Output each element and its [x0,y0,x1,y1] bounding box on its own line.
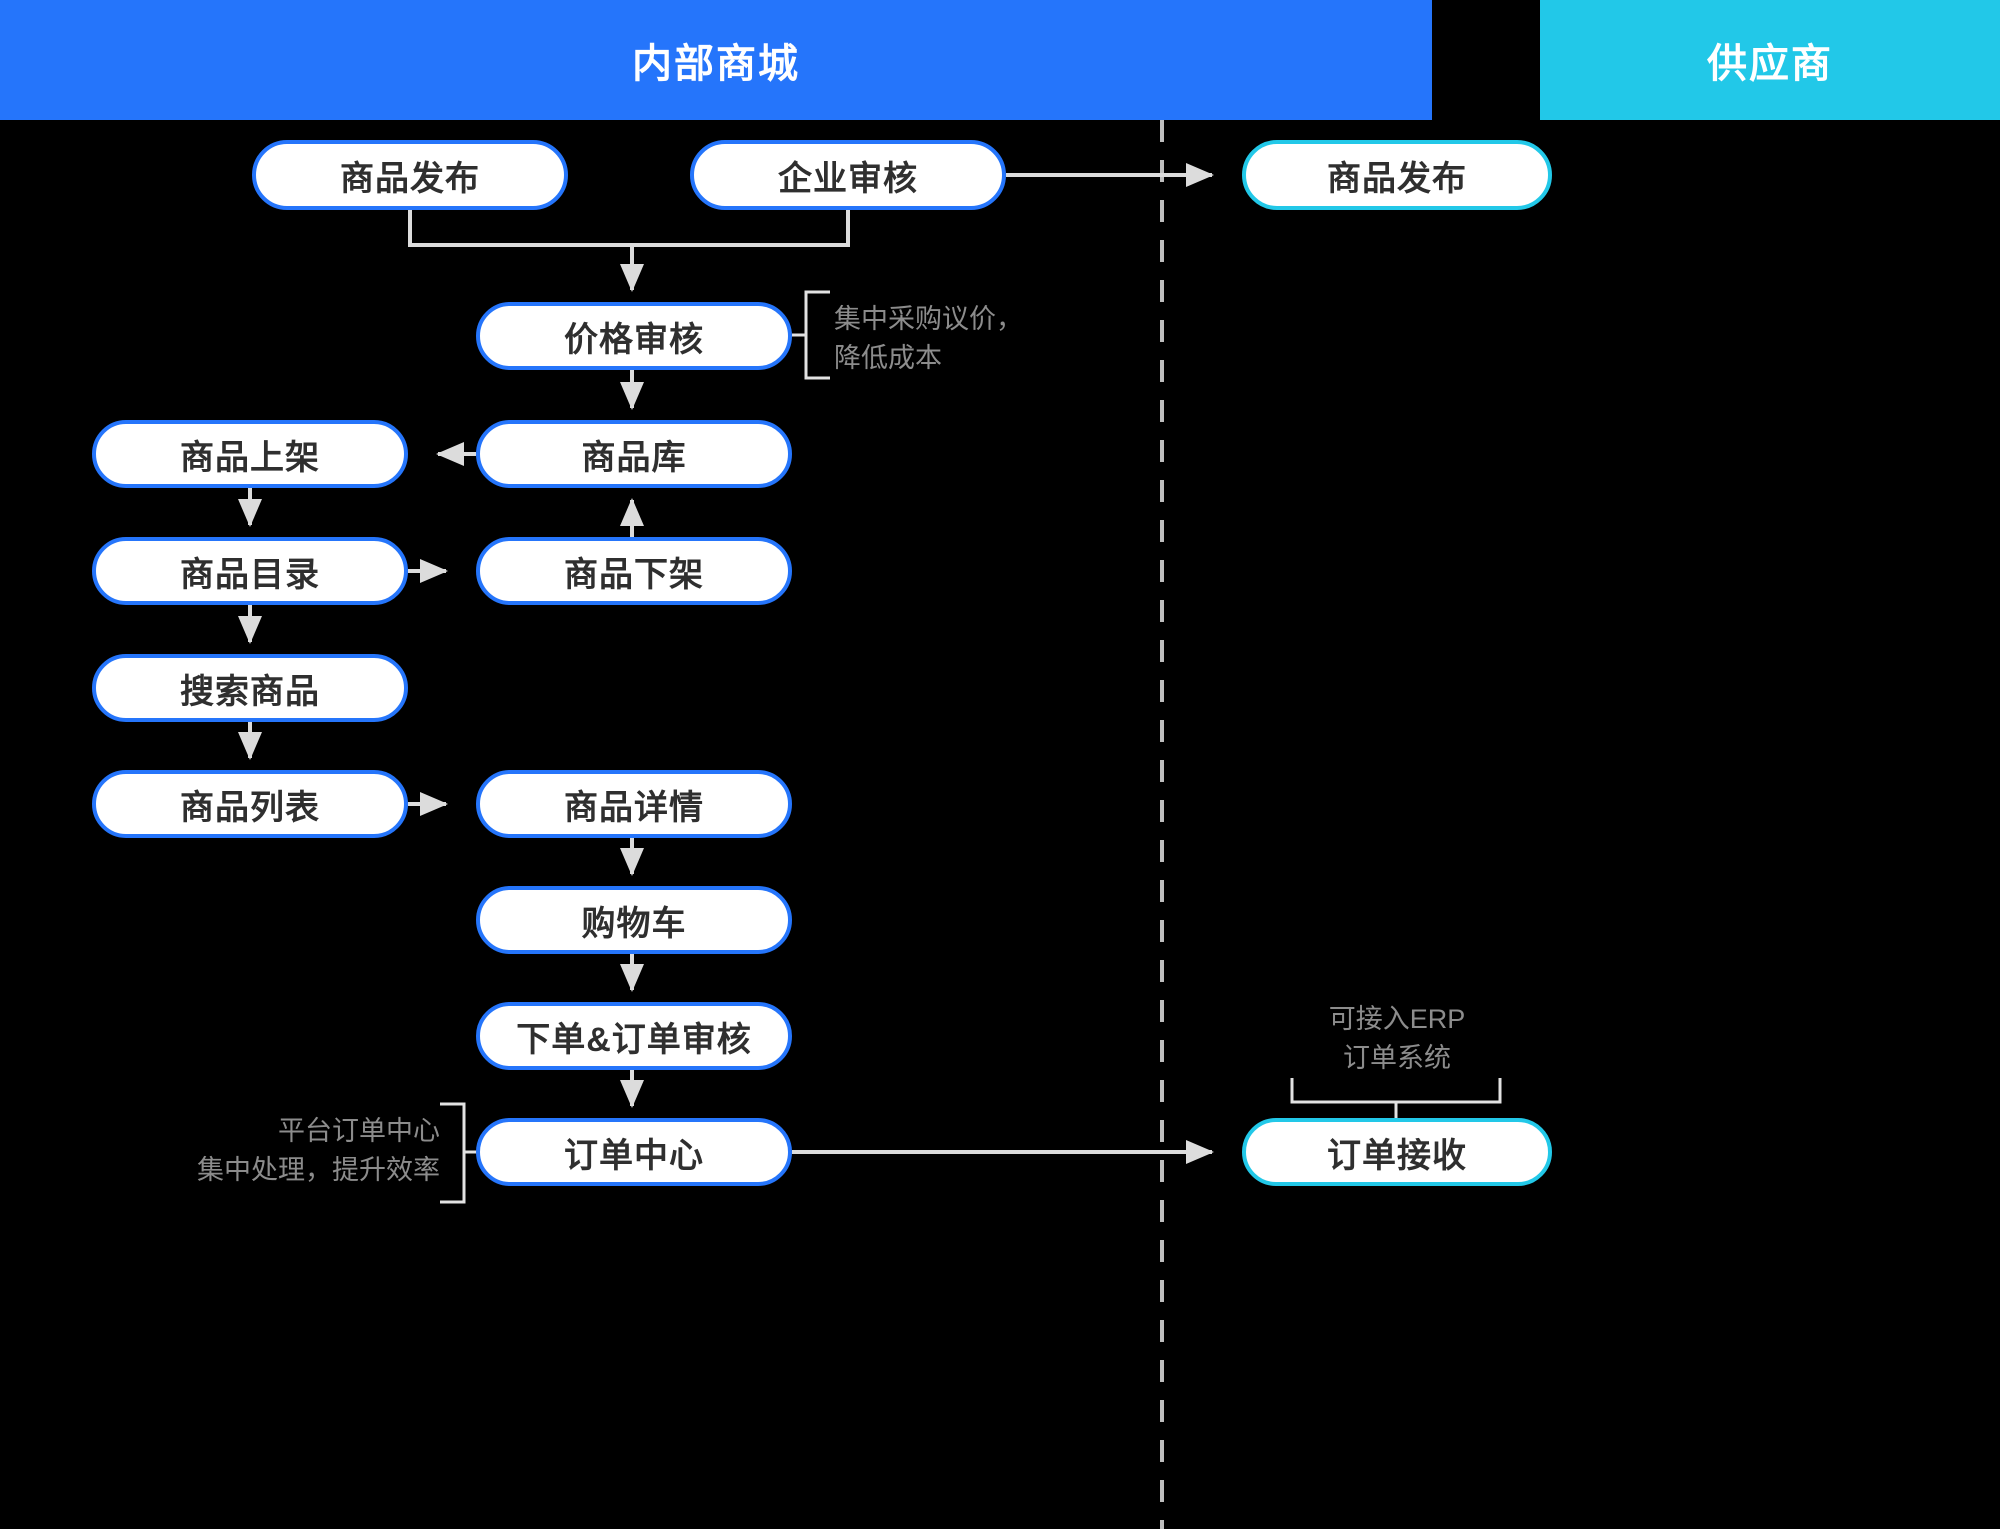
bracket-erp-note [1290,1078,1502,1104]
node-label: 价格审核 [564,320,704,359]
node-label: 商品发布 [1327,159,1467,198]
node-label: 购物车 [581,904,687,943]
node-enterprise-audit[interactable]: 企业审核 [690,140,1006,210]
note-price-audit: 集中采购议价， 降低成本 [834,304,1023,374]
node-label: 订单中心 [564,1136,704,1175]
node-price-audit[interactable]: 价格审核 [476,302,792,370]
node-label: 商品目录 [180,555,320,594]
node-label: 商品发布 [340,159,480,198]
note-order-center: 平台订单中心 集中处理，提升效率 [197,1116,440,1186]
node-goods-search[interactable]: 搜索商品 [92,654,408,722]
node-goods-catalog[interactable]: 商品目录 [92,537,408,605]
node-label: 商品上架 [180,438,320,477]
lane-title-internal: 内部商城 [632,42,800,86]
lane-header-internal: 内部商城 [0,0,1432,120]
node-goods-detail[interactable]: 商品详情 [476,770,792,838]
node-goods-store[interactable]: 商品库 [476,420,792,488]
node-label: 下单&订单审核 [516,1020,752,1059]
node-order-center[interactable]: 订单中心 [476,1118,792,1186]
node-label: 商品列表 [180,788,320,827]
note-erp: 可接入ERP 订单系统 [1328,1004,1466,1074]
bracket-order-note [440,1102,466,1204]
node-label: 商品详情 [564,788,704,827]
lane-header-supplier: 供应商 [1540,0,2000,120]
node-label: 企业审核 [778,159,918,198]
node-order-receive[interactable]: 订单接收 [1242,1118,1552,1186]
node-label: 商品下架 [564,555,704,594]
node-goods-publish[interactable]: 商品发布 [252,140,568,210]
edge-audit-to-junction [632,210,850,247]
node-cart[interactable]: 购物车 [476,886,792,954]
node-label: 订单接收 [1327,1136,1467,1175]
node-order-place[interactable]: 下单&订单审核 [476,1002,792,1070]
node-label: 搜索商品 [180,672,320,711]
node-goods-list[interactable]: 商品列表 [92,770,408,838]
node-goods-onshelf[interactable]: 商品上架 [92,420,408,488]
bracket-price-note [804,290,830,380]
node-label: 商品库 [581,438,687,477]
node-supplier-goods-publish[interactable]: 商品发布 [1242,140,1552,210]
edge-publish-to-junction [408,210,632,247]
node-goods-offshelf[interactable]: 商品下架 [476,537,792,605]
lane-title-supplier: 供应商 [1707,42,1833,86]
